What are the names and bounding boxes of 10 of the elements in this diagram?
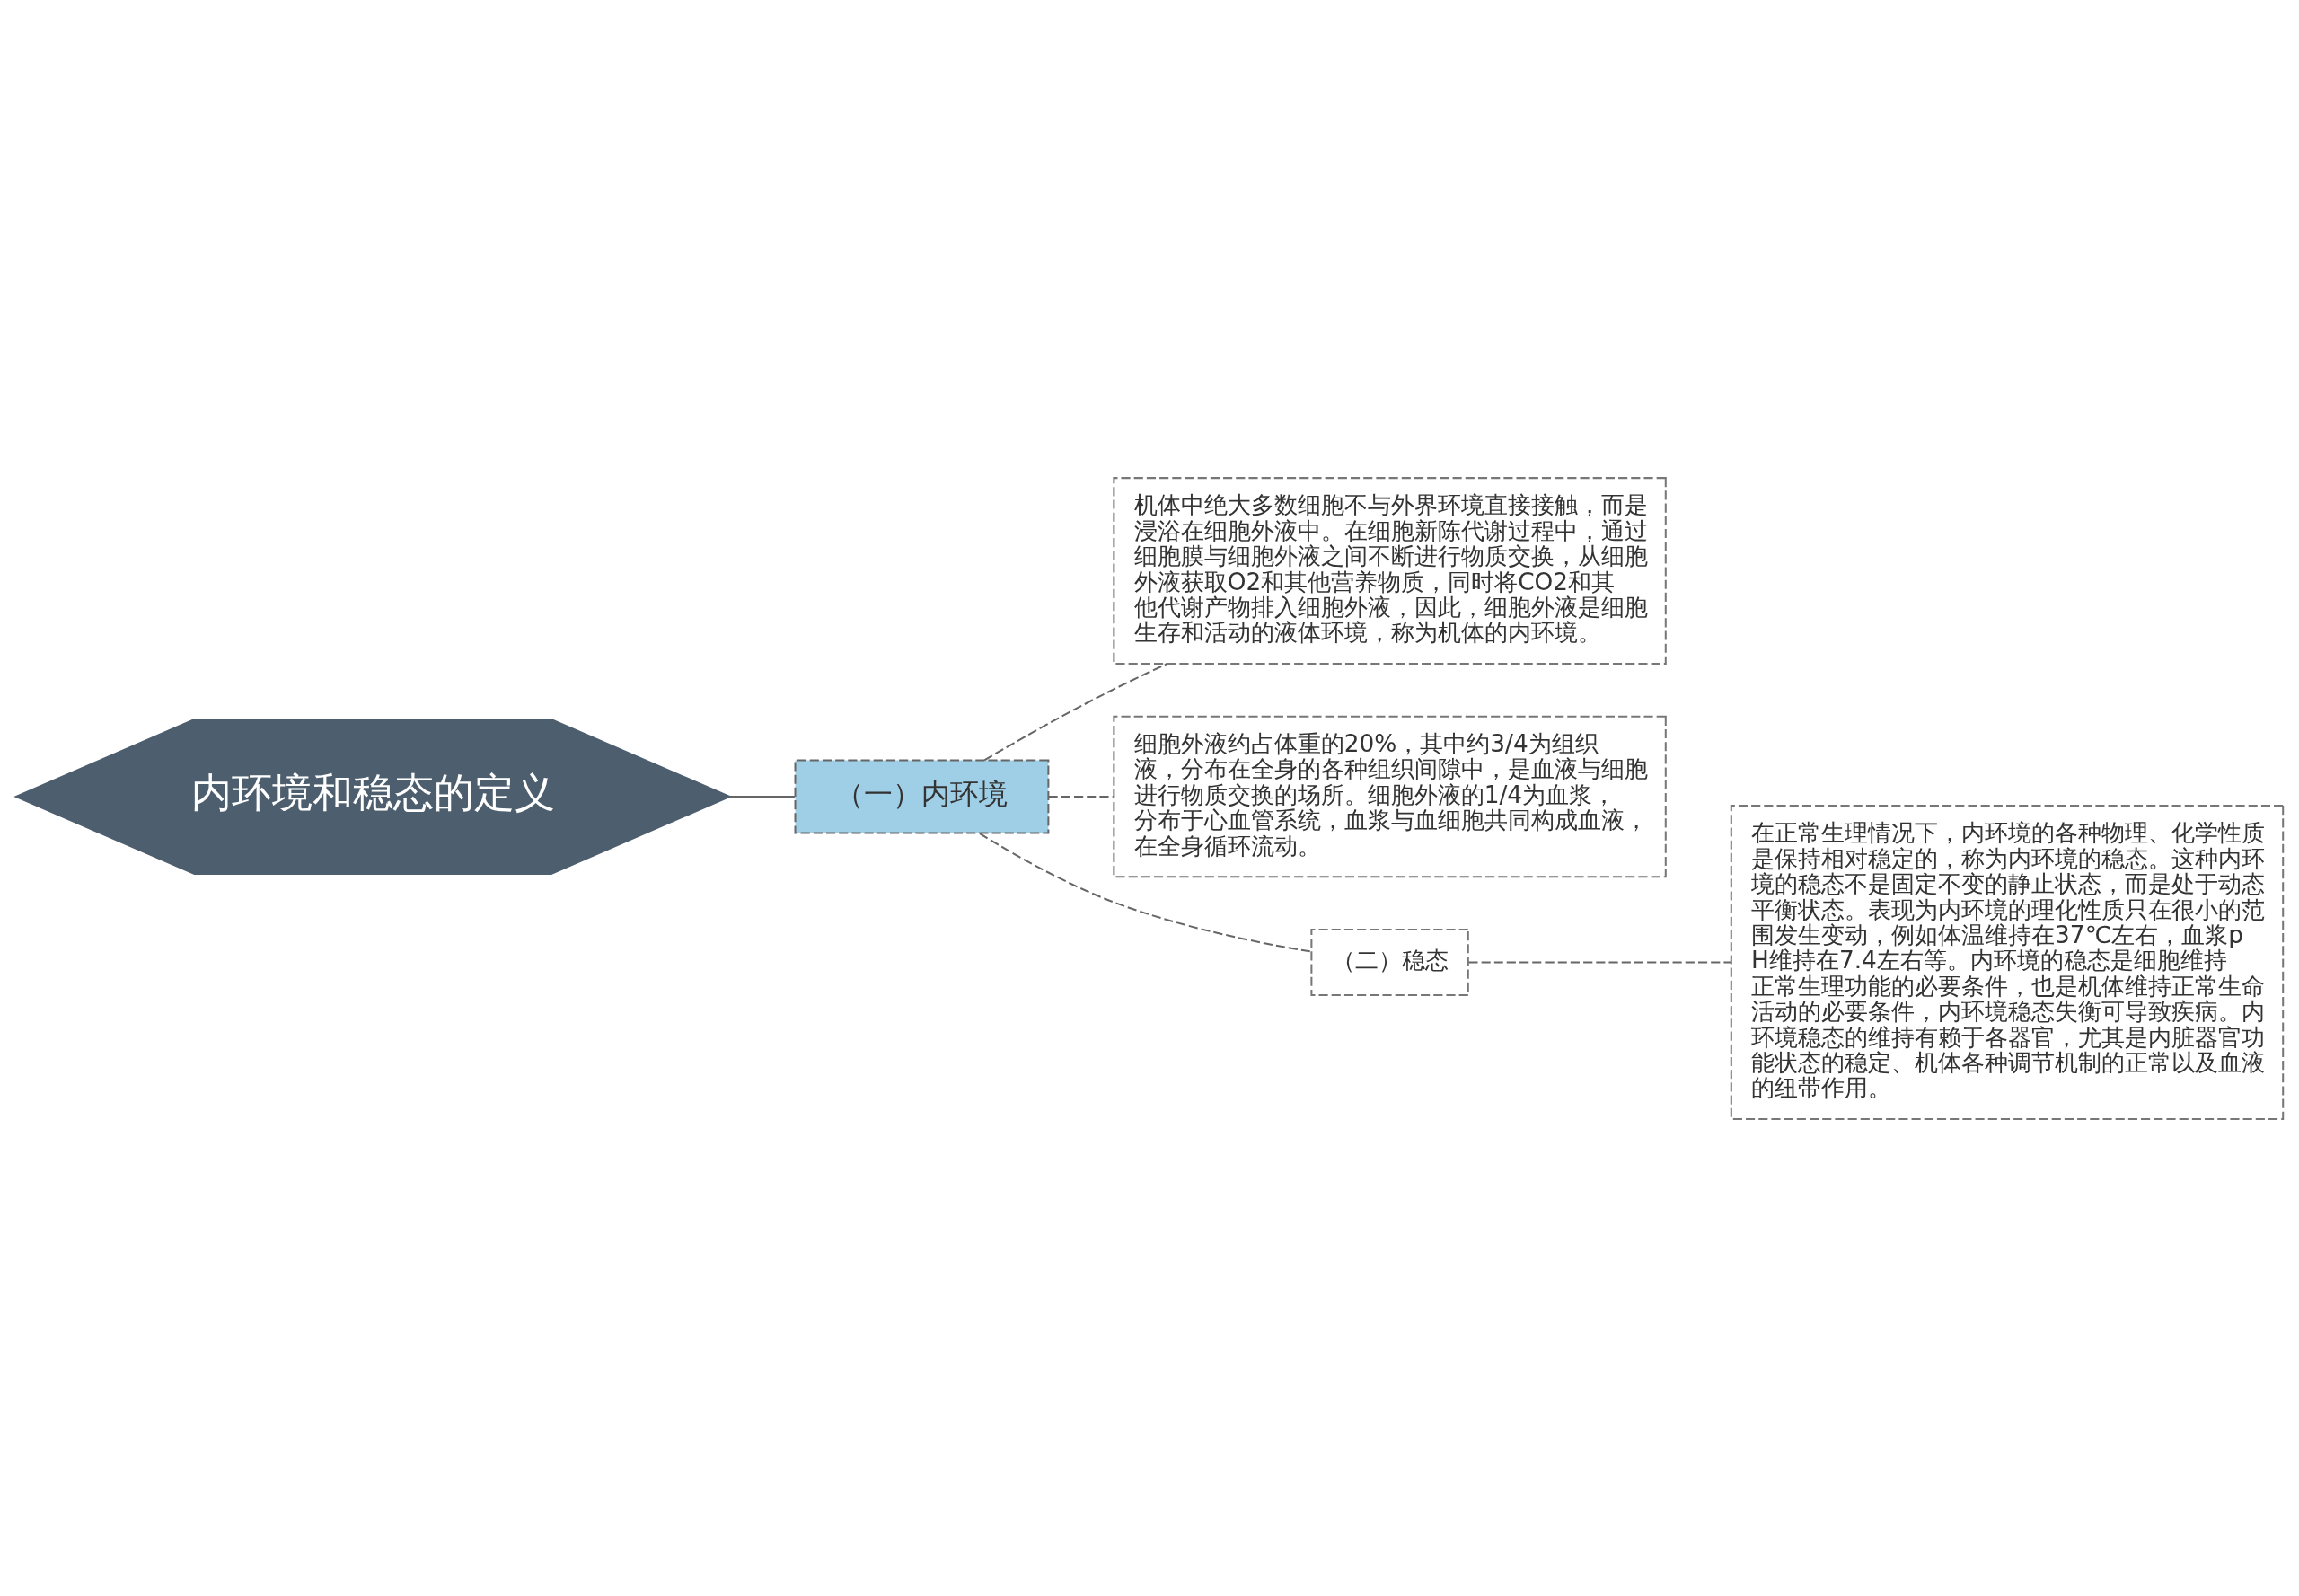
node-box: （二）稳态	[1310, 928, 1469, 996]
node-box: 在正常生理情况下，内环境的各种物理、化学性质是保持相对稳定的，称为内环境的稳态。这种内环境的稳态不是固定不变的静止状态，而是处于动态平衡状态。表现为内环境的理化性质只在很小的范围发生变动，例如体温维持在37℃左右，血浆pH维持在7.4左右等。内环境的稳态是细胞维持正常生理功能的必要条件，也是机体维持正常生命活动的必要条件，内环境稳态失衡可导致疾病。内环境稳态的维持有赖于各器官，尤其是内脏器官功能状态的稳定、机体各种调节机制的正常以及血液的纽带作用。	[1730, 804, 2285, 1120]
node-box: （一）内环境	[794, 758, 1050, 834]
connector	[979, 832, 1312, 953]
connector	[729, 795, 796, 798]
connector	[1468, 961, 1731, 963]
connector	[1048, 795, 1114, 798]
node-box: 细胞外液约占体重的20%，其中约3/4为组织液，分布在全身的各种组织间隙中，是血液与细胞进行物质交换的场所。细胞外液的1/4为血浆，分布于心血管系统，血浆与血细胞共同构成血液，在全身循环流动。	[1113, 715, 1667, 877]
node-box: 机体中绝大多数细胞不与外界环境直接接触，而是浸浴在细胞外液中。在细胞新陈代谢过程中，通过细胞膜与细胞外液之间不断进行物质交换，从细胞外液获取O2和其他营养物质，同时将CO2和其他代谢产物排入细胞外液，因此，细胞外液是细胞生存和活动的液体环境，称为机体的内环境。	[1113, 476, 1667, 665]
connector	[983, 662, 1168, 761]
